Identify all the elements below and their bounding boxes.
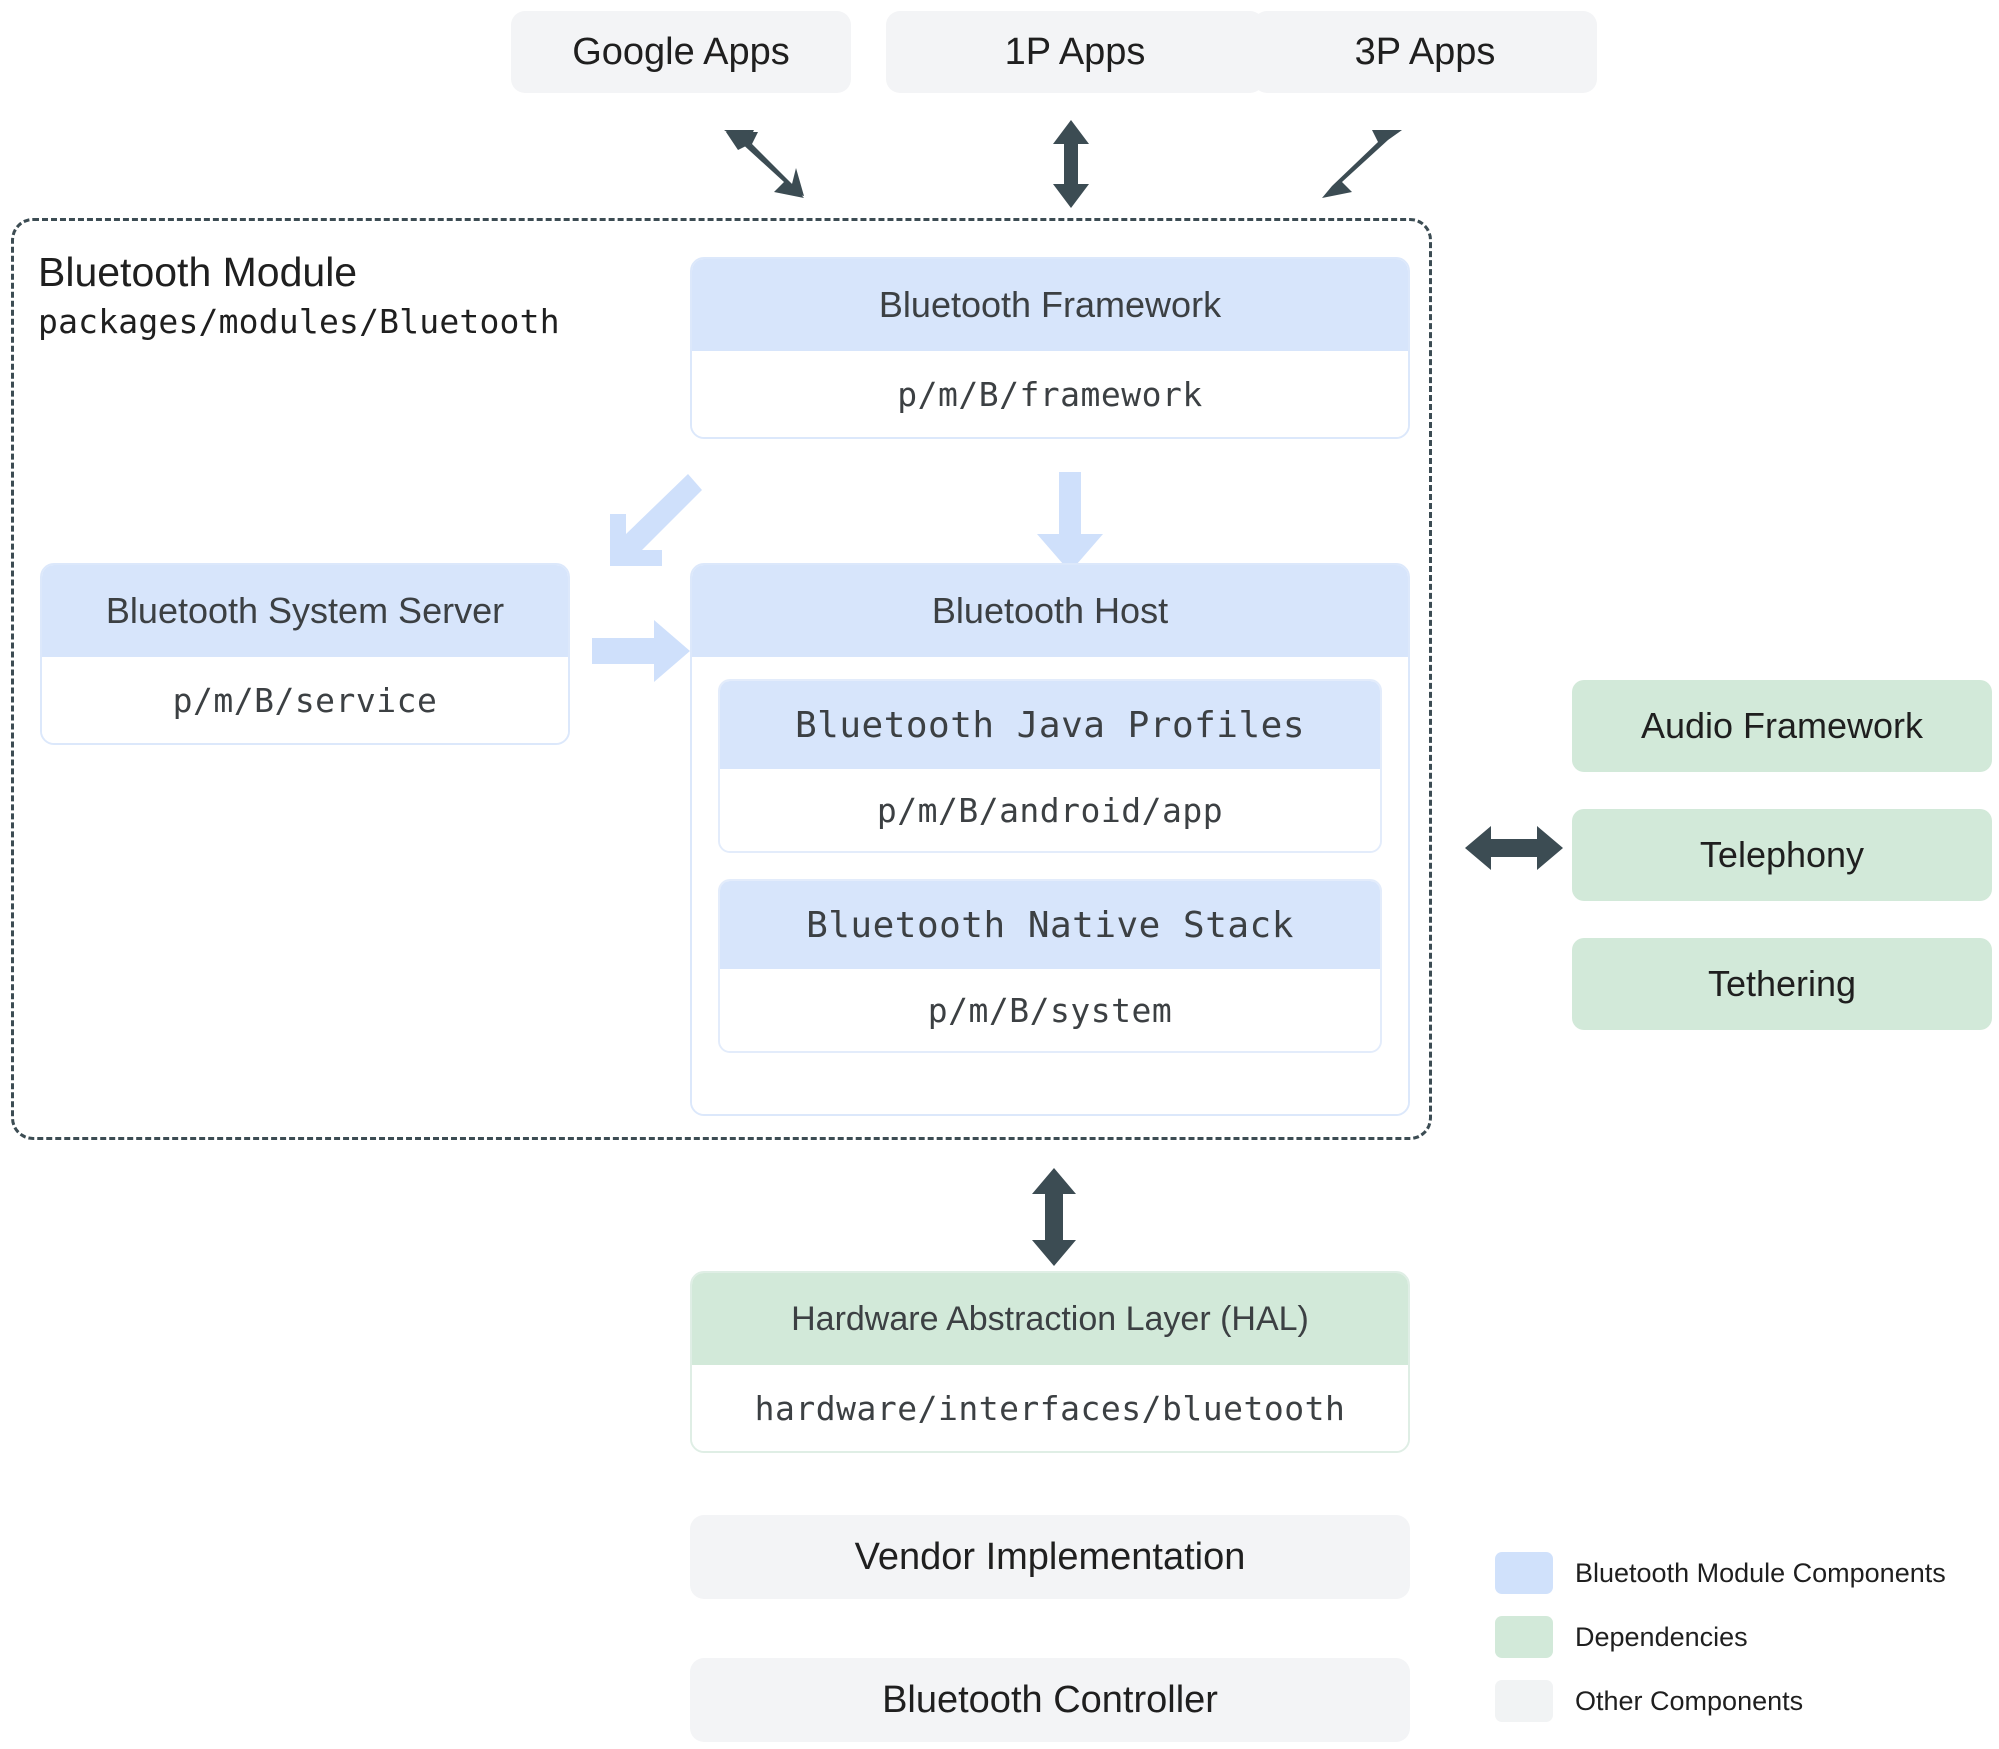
card-header: Bluetooth Host	[692, 565, 1408, 657]
box-vendor-implementation[interactable]: Vendor Implementation	[690, 1515, 1410, 1599]
app-box-label: 3P Apps	[1354, 30, 1496, 73]
box-bluetooth-controller[interactable]: Bluetooth Controller	[690, 1658, 1410, 1742]
bluetooth-module-title: Bluetooth Module	[38, 249, 358, 295]
bluetooth-module-container	[11, 218, 1432, 1140]
card-title: Bluetooth Host	[931, 590, 1169, 631]
dependency-label: Audio Framework	[1640, 705, 1924, 746]
app-box-label: Google Apps	[572, 30, 790, 73]
legend-swatch-grey	[1495, 1680, 1553, 1722]
app-box-1p-apps[interactable]: 1P Apps	[886, 11, 1264, 93]
legend-label: Bluetooth Module Components	[1575, 1557, 1946, 1588]
dependency-label: Tethering	[1707, 963, 1857, 1004]
legend-swatch-green	[1495, 1616, 1553, 1658]
legend: Bluetooth Module Components Dependencies…	[1495, 1552, 1946, 1722]
card-title: Bluetooth Java Profiles	[795, 704, 1305, 746]
card-title: Hardware Abstraction Layer (HAL)	[791, 1299, 1309, 1338]
legend-row-dependencies: Dependencies	[1495, 1616, 1946, 1658]
dependency-box-audio-framework[interactable]: Audio Framework	[1572, 680, 1992, 772]
arrow-1p-apps-to-module	[1051, 120, 1091, 208]
app-box-3p-apps[interactable]: 3P Apps	[1253, 11, 1597, 93]
card-path: p/m/B/android/app	[720, 769, 1380, 851]
legend-swatch-blue	[1495, 1552, 1553, 1594]
card-body: Bluetooth Java Profiles p/m/B/android/ap…	[692, 657, 1408, 1114]
card-bluetooth-framework[interactable]: Bluetooth Framework p/m/B/framework	[690, 257, 1410, 439]
arrow-system-server-to-host	[592, 620, 690, 682]
card-header: Bluetooth System Server	[42, 565, 568, 657]
legend-label: Other Components	[1575, 1685, 1804, 1716]
app-box-google-apps[interactable]: Google Apps	[511, 11, 851, 93]
card-header: Bluetooth Framework	[692, 259, 1408, 351]
card-header: Bluetooth Native Stack	[720, 881, 1380, 969]
legend-row-module-components: Bluetooth Module Components	[1495, 1552, 1946, 1594]
card-bluetooth-system-server[interactable]: Bluetooth System Server p/m/B/service	[40, 563, 570, 745]
card-path: p/m/B/system	[720, 969, 1380, 1051]
card-title: Bluetooth System Server	[105, 590, 505, 631]
app-box-label: 1P Apps	[1004, 30, 1146, 73]
card-header: Bluetooth Java Profiles	[720, 681, 1380, 769]
card-title: Bluetooth Framework	[878, 284, 1222, 325]
arrow-framework-to-system-server	[592, 468, 702, 568]
arrow-module-to-hal	[1032, 1168, 1076, 1266]
dependency-box-tethering[interactable]: Tethering	[1572, 938, 1992, 1030]
card-bluetooth-java-profiles[interactable]: Bluetooth Java Profiles p/m/B/android/ap…	[718, 679, 1382, 853]
card-bluetooth-native-stack[interactable]: Bluetooth Native Stack p/m/B/system	[718, 879, 1382, 1053]
arrow-google-apps-to-module	[718, 128, 808, 200]
card-header: Hardware Abstraction Layer (HAL)	[692, 1273, 1408, 1365]
box-label: Bluetooth Controller	[882, 1678, 1218, 1721]
bluetooth-module-path: packages/modules/Bluetooth	[38, 302, 560, 341]
card-path: p/m/B/service	[42, 657, 568, 743]
arrow-framework-to-host	[1035, 472, 1105, 572]
legend-label: Dependencies	[1575, 1621, 1748, 1652]
legend-row-other-components: Other Components	[1495, 1680, 1946, 1722]
card-bluetooth-host[interactable]: Bluetooth Host Bluetooth Java Profiles p…	[690, 563, 1410, 1116]
card-hardware-abstraction-layer[interactable]: Hardware Abstraction Layer (HAL) hardwar…	[690, 1271, 1410, 1453]
arrow-module-to-dependencies	[1465, 826, 1563, 870]
card-path: hardware/interfaces/bluetooth	[692, 1365, 1408, 1451]
box-label: Vendor Implementation	[854, 1535, 1246, 1578]
dependency-label: Telephony	[1699, 834, 1865, 875]
dependency-box-telephony[interactable]: Telephony	[1572, 809, 1992, 901]
arrow-3p-apps-to-module	[1318, 128, 1408, 200]
card-path: p/m/B/framework	[692, 351, 1408, 437]
card-title: Bluetooth Native Stack	[806, 904, 1294, 946]
